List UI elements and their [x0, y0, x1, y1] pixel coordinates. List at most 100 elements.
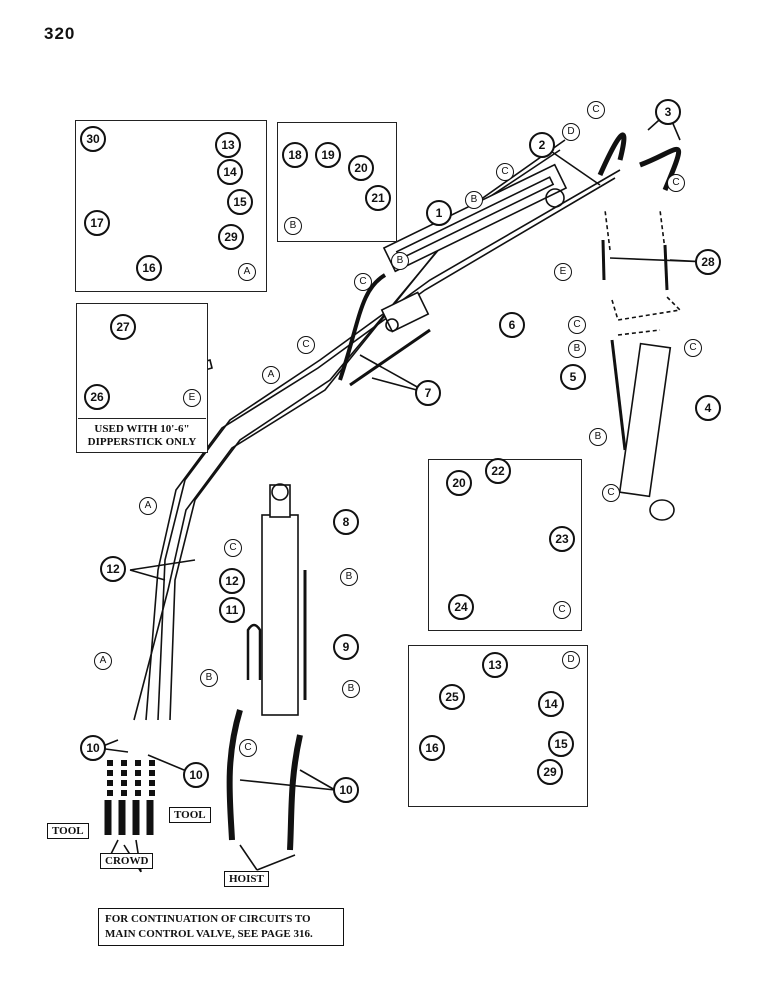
marker-C: C: [587, 101, 605, 119]
marker-C: C: [224, 539, 242, 557]
callout-25: 25: [439, 684, 465, 710]
tube-28a: [601, 239, 606, 281]
hose-7b: [349, 328, 431, 387]
port-label-tool-left: TOOL: [47, 823, 89, 839]
callout-22: 22: [485, 458, 511, 484]
fittings: [104, 800, 154, 835]
cylinder-8: [261, 514, 299, 716]
callout-23: 23: [549, 526, 575, 552]
footnote-line2: MAIN CONTROL VALVE, SEE PAGE 316.: [105, 928, 313, 940]
callout-11: 11: [219, 597, 245, 623]
port-label-hoist: HOIST: [224, 871, 269, 887]
callout-9: 9: [333, 634, 359, 660]
callout-10a: 10: [80, 735, 106, 761]
callout-10c: 10: [333, 777, 359, 803]
rod-end-eye: [385, 318, 399, 332]
port-label-crowd: CROWD: [100, 853, 154, 869]
panel-E: [76, 303, 208, 453]
marker-B: B: [568, 340, 586, 358]
callout-12b: 12: [219, 568, 245, 594]
dash-line: [611, 294, 682, 321]
panel-letter-A: A: [238, 263, 256, 281]
footnote-line1: FOR CONTINUATION OF CIRCUITS TO: [105, 913, 311, 925]
marker-A: A: [139, 497, 157, 515]
cylinder-8-rod: [269, 484, 291, 518]
marker-C: C: [496, 163, 514, 181]
callout-21: 21: [365, 185, 391, 211]
panel-letter-B: B: [284, 217, 302, 235]
callout-6: 6: [499, 312, 525, 338]
callout-5: 5: [560, 364, 586, 390]
callout-24: 24: [448, 594, 474, 620]
callout-20c: 20: [446, 470, 472, 496]
cylinder-4-eye: [649, 499, 675, 521]
callout-27: 27: [110, 314, 136, 340]
page-number: 320: [44, 24, 76, 43]
leader-28: [609, 257, 709, 263]
panel-E-note: USED WITH 10'-6" DIPPERSTICK ONLY: [78, 418, 206, 449]
hose-3b: [639, 146, 682, 191]
marker-D: D: [562, 123, 580, 141]
tube-line: [145, 177, 616, 721]
marker-B: B: [200, 669, 218, 687]
hose-10a: [226, 709, 243, 841]
tube-28b: [663, 244, 669, 291]
callout-28: 28: [695, 249, 721, 275]
hose-10b: [287, 734, 303, 851]
callout-29: 29: [218, 224, 244, 250]
callout-13d: 13: [482, 652, 508, 678]
callout-14d: 14: [538, 691, 564, 717]
dash-line: [659, 209, 666, 251]
panel-letter-E: E: [183, 389, 201, 407]
marker-C: C: [297, 336, 315, 354]
callout-4: 4: [695, 395, 721, 421]
dash-line: [617, 329, 661, 336]
callout-19: 19: [315, 142, 341, 168]
callout-20: 20: [348, 155, 374, 181]
marker-B: B: [589, 428, 607, 446]
callout-30: 30: [80, 126, 106, 152]
port-label-tool-right: TOOL: [169, 807, 211, 823]
cylinder-1: [382, 163, 568, 273]
marker-C: C: [602, 484, 620, 502]
panel-E-note-line2: DIPPERSTICK ONLY: [87, 436, 197, 448]
rod-end: [380, 291, 430, 333]
callout-29d: 29: [537, 759, 563, 785]
callout-14: 14: [217, 159, 243, 185]
callout-13: 13: [215, 132, 241, 158]
marker-A: A: [94, 652, 112, 670]
panel-letter-D: D: [562, 651, 580, 669]
tube-line: [157, 169, 621, 721]
footnote-box: FOR CONTINUATION OF CIRCUITS TO MAIN CON…: [98, 908, 344, 946]
callout-10b: 10: [183, 762, 209, 788]
callout-16: 16: [136, 255, 162, 281]
hose-7: [338, 273, 387, 381]
tube-5: [610, 339, 627, 451]
callout-8: 8: [333, 509, 359, 535]
marker-B: B: [342, 680, 360, 698]
panel-letter-C: C: [553, 601, 571, 619]
leader-12: [129, 559, 196, 581]
marker-E: E: [554, 263, 572, 281]
callout-15: 15: [227, 189, 253, 215]
callout-1: 1: [426, 200, 452, 226]
callout-18: 18: [282, 142, 308, 168]
callout-12a: 12: [100, 556, 126, 582]
dash-line: [604, 209, 611, 251]
marker-C: C: [684, 339, 702, 357]
marker-B: B: [391, 252, 409, 270]
callout-17: 17: [84, 210, 110, 236]
tube-11: [246, 623, 262, 680]
marker-C: C: [239, 739, 257, 757]
callout-3: 3: [655, 99, 681, 125]
callout-2: 2: [529, 132, 555, 158]
cylinder-1-end: [545, 188, 565, 208]
panel-E-note-line1: USED WITH 10'-6": [94, 423, 190, 435]
callout-7: 7: [415, 380, 441, 406]
marker-C: C: [667, 174, 685, 192]
leader-10: [239, 769, 336, 791]
cylinder-4: [618, 342, 672, 498]
marker-B: B: [340, 568, 358, 586]
callout-16d: 16: [419, 735, 445, 761]
marker-B: B: [465, 191, 483, 209]
